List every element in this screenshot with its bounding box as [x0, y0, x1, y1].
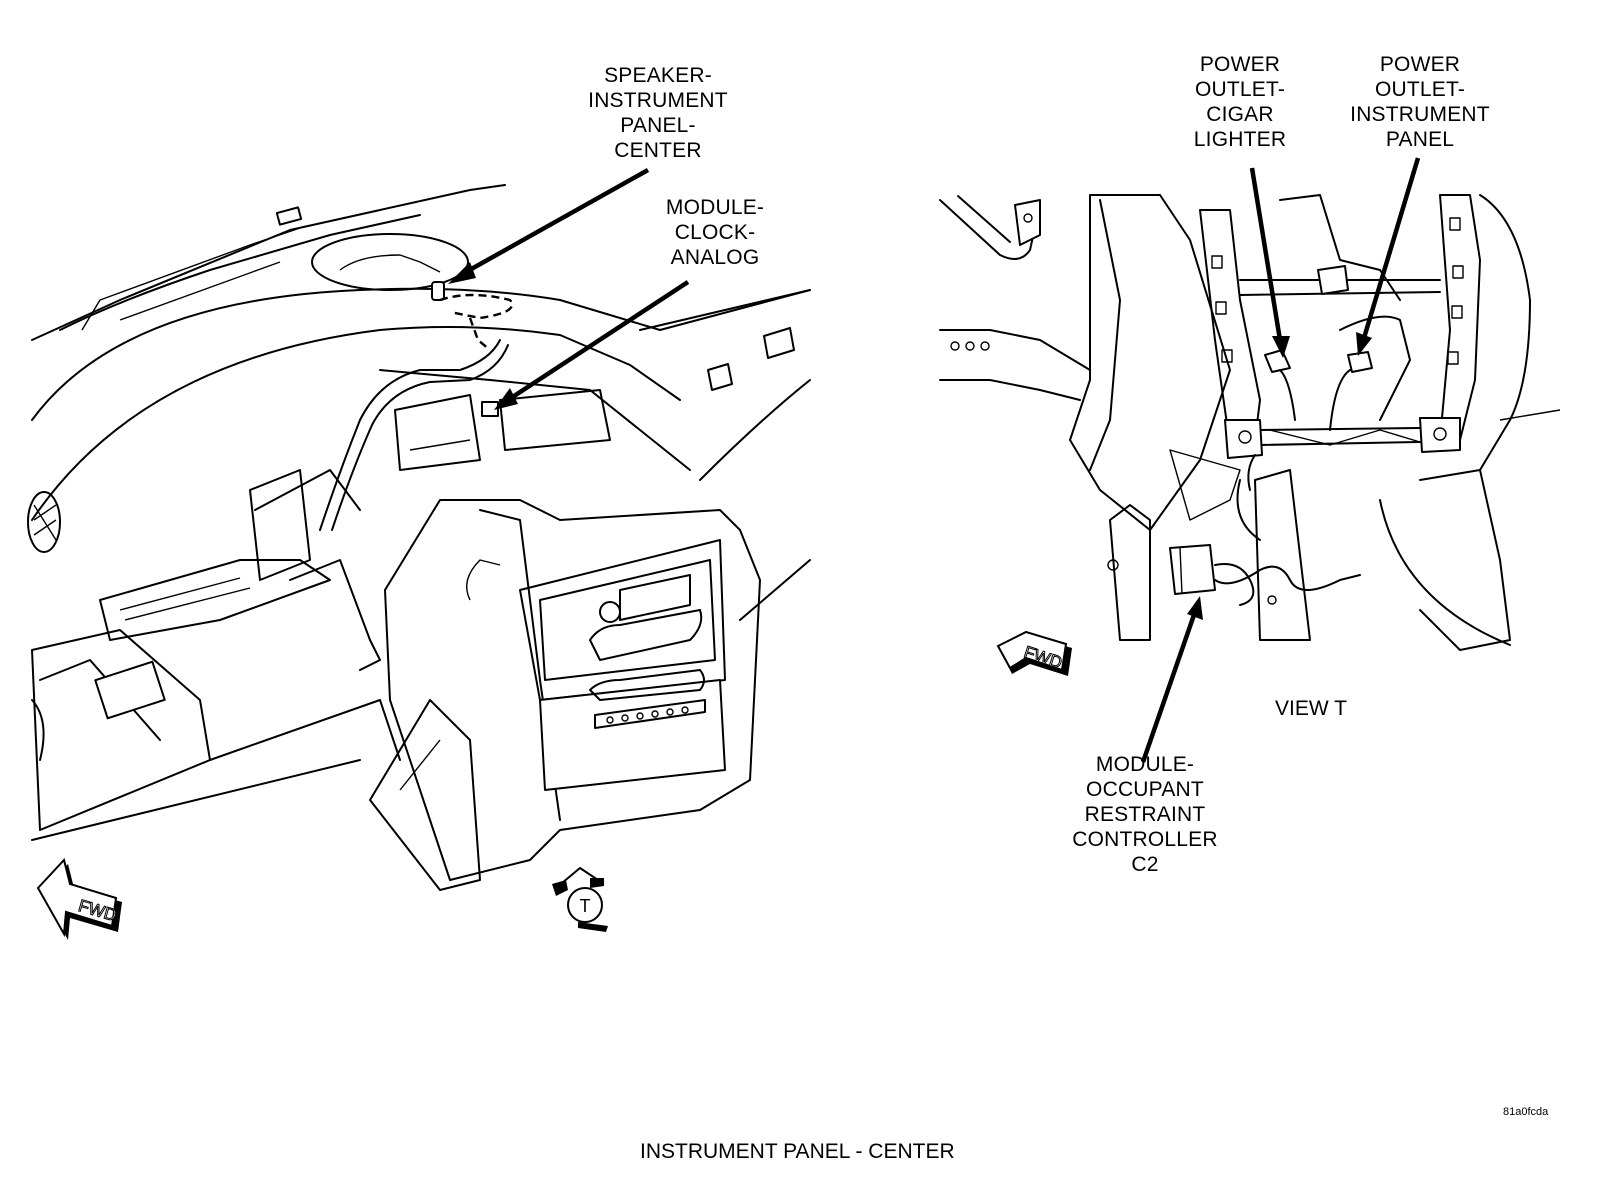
callout-line: ANALOG: [670, 246, 760, 269]
callout-line: OCCUPANT: [1086, 778, 1204, 801]
callout-line: CENTER: [614, 139, 702, 162]
callout-line: OUTLET-: [1374, 78, 1466, 101]
callout-power-outlet-instrument-panel: POWER OUTLET- INSTRUMENT PANEL: [1340, 52, 1500, 152]
callout-speaker-instrument-panel-center: SPEAKER- INSTRUMENT PANEL- CENTER: [578, 63, 738, 163]
callout-line: CONTROLLER: [1072, 828, 1218, 851]
instrument-panel-illustration: [27, 184, 811, 891]
callout-line: C2: [1131, 853, 1159, 876]
callout-module-clock-analog: MODULE- CLOCK- ANALOG: [645, 195, 785, 270]
callout-line: CLOCK-: [674, 221, 756, 244]
reference-code: 81a0fcda: [1503, 1106, 1549, 1118]
fwd-arrow-right: FWD: [996, 630, 1072, 676]
orc-leader: [1140, 596, 1203, 763]
callout-line: POWER: [1379, 53, 1461, 76]
view-t-letter: T: [580, 896, 591, 916]
callout-line: INSTRUMENT: [588, 89, 728, 112]
callout-line: LIGHTER: [1193, 128, 1287, 151]
clock-leader: [494, 280, 690, 410]
callout-module-occupant-restraint-controller: MODULE- OCCUPANT RESTRAINT CONTROLLER C2: [1060, 752, 1230, 877]
callout-line: OUTLET-: [1194, 78, 1286, 101]
fwd-arrow-left: FWD: [36, 857, 122, 940]
cigar-lighter-leader: [1249, 167, 1290, 358]
callout-power-outlet-cigar-lighter: POWER OUTLET- CIGAR LIGHTER: [1180, 52, 1300, 152]
speaker-leader: [448, 168, 650, 284]
figure-title: INSTRUMENT PANEL - CENTER: [640, 1140, 955, 1163]
callout-line: POWER: [1199, 53, 1281, 76]
power-outlet-leader: [1356, 157, 1421, 356]
view-t-illustration: [939, 194, 1561, 651]
view-label: VIEW T: [1275, 697, 1347, 720]
callout-line: INSTRUMENT: [1350, 103, 1490, 126]
callout-line: MODULE-: [665, 196, 765, 219]
callout-line: PANEL-: [620, 114, 696, 137]
callout-line: PANEL: [1385, 128, 1455, 151]
callout-line: MODULE-: [1095, 753, 1195, 776]
callout-line: CIGAR: [1206, 103, 1274, 126]
view-t-marker: T: [552, 867, 608, 932]
callout-line: RESTRAINT: [1084, 803, 1206, 826]
callout-line: SPEAKER-: [604, 64, 712, 87]
